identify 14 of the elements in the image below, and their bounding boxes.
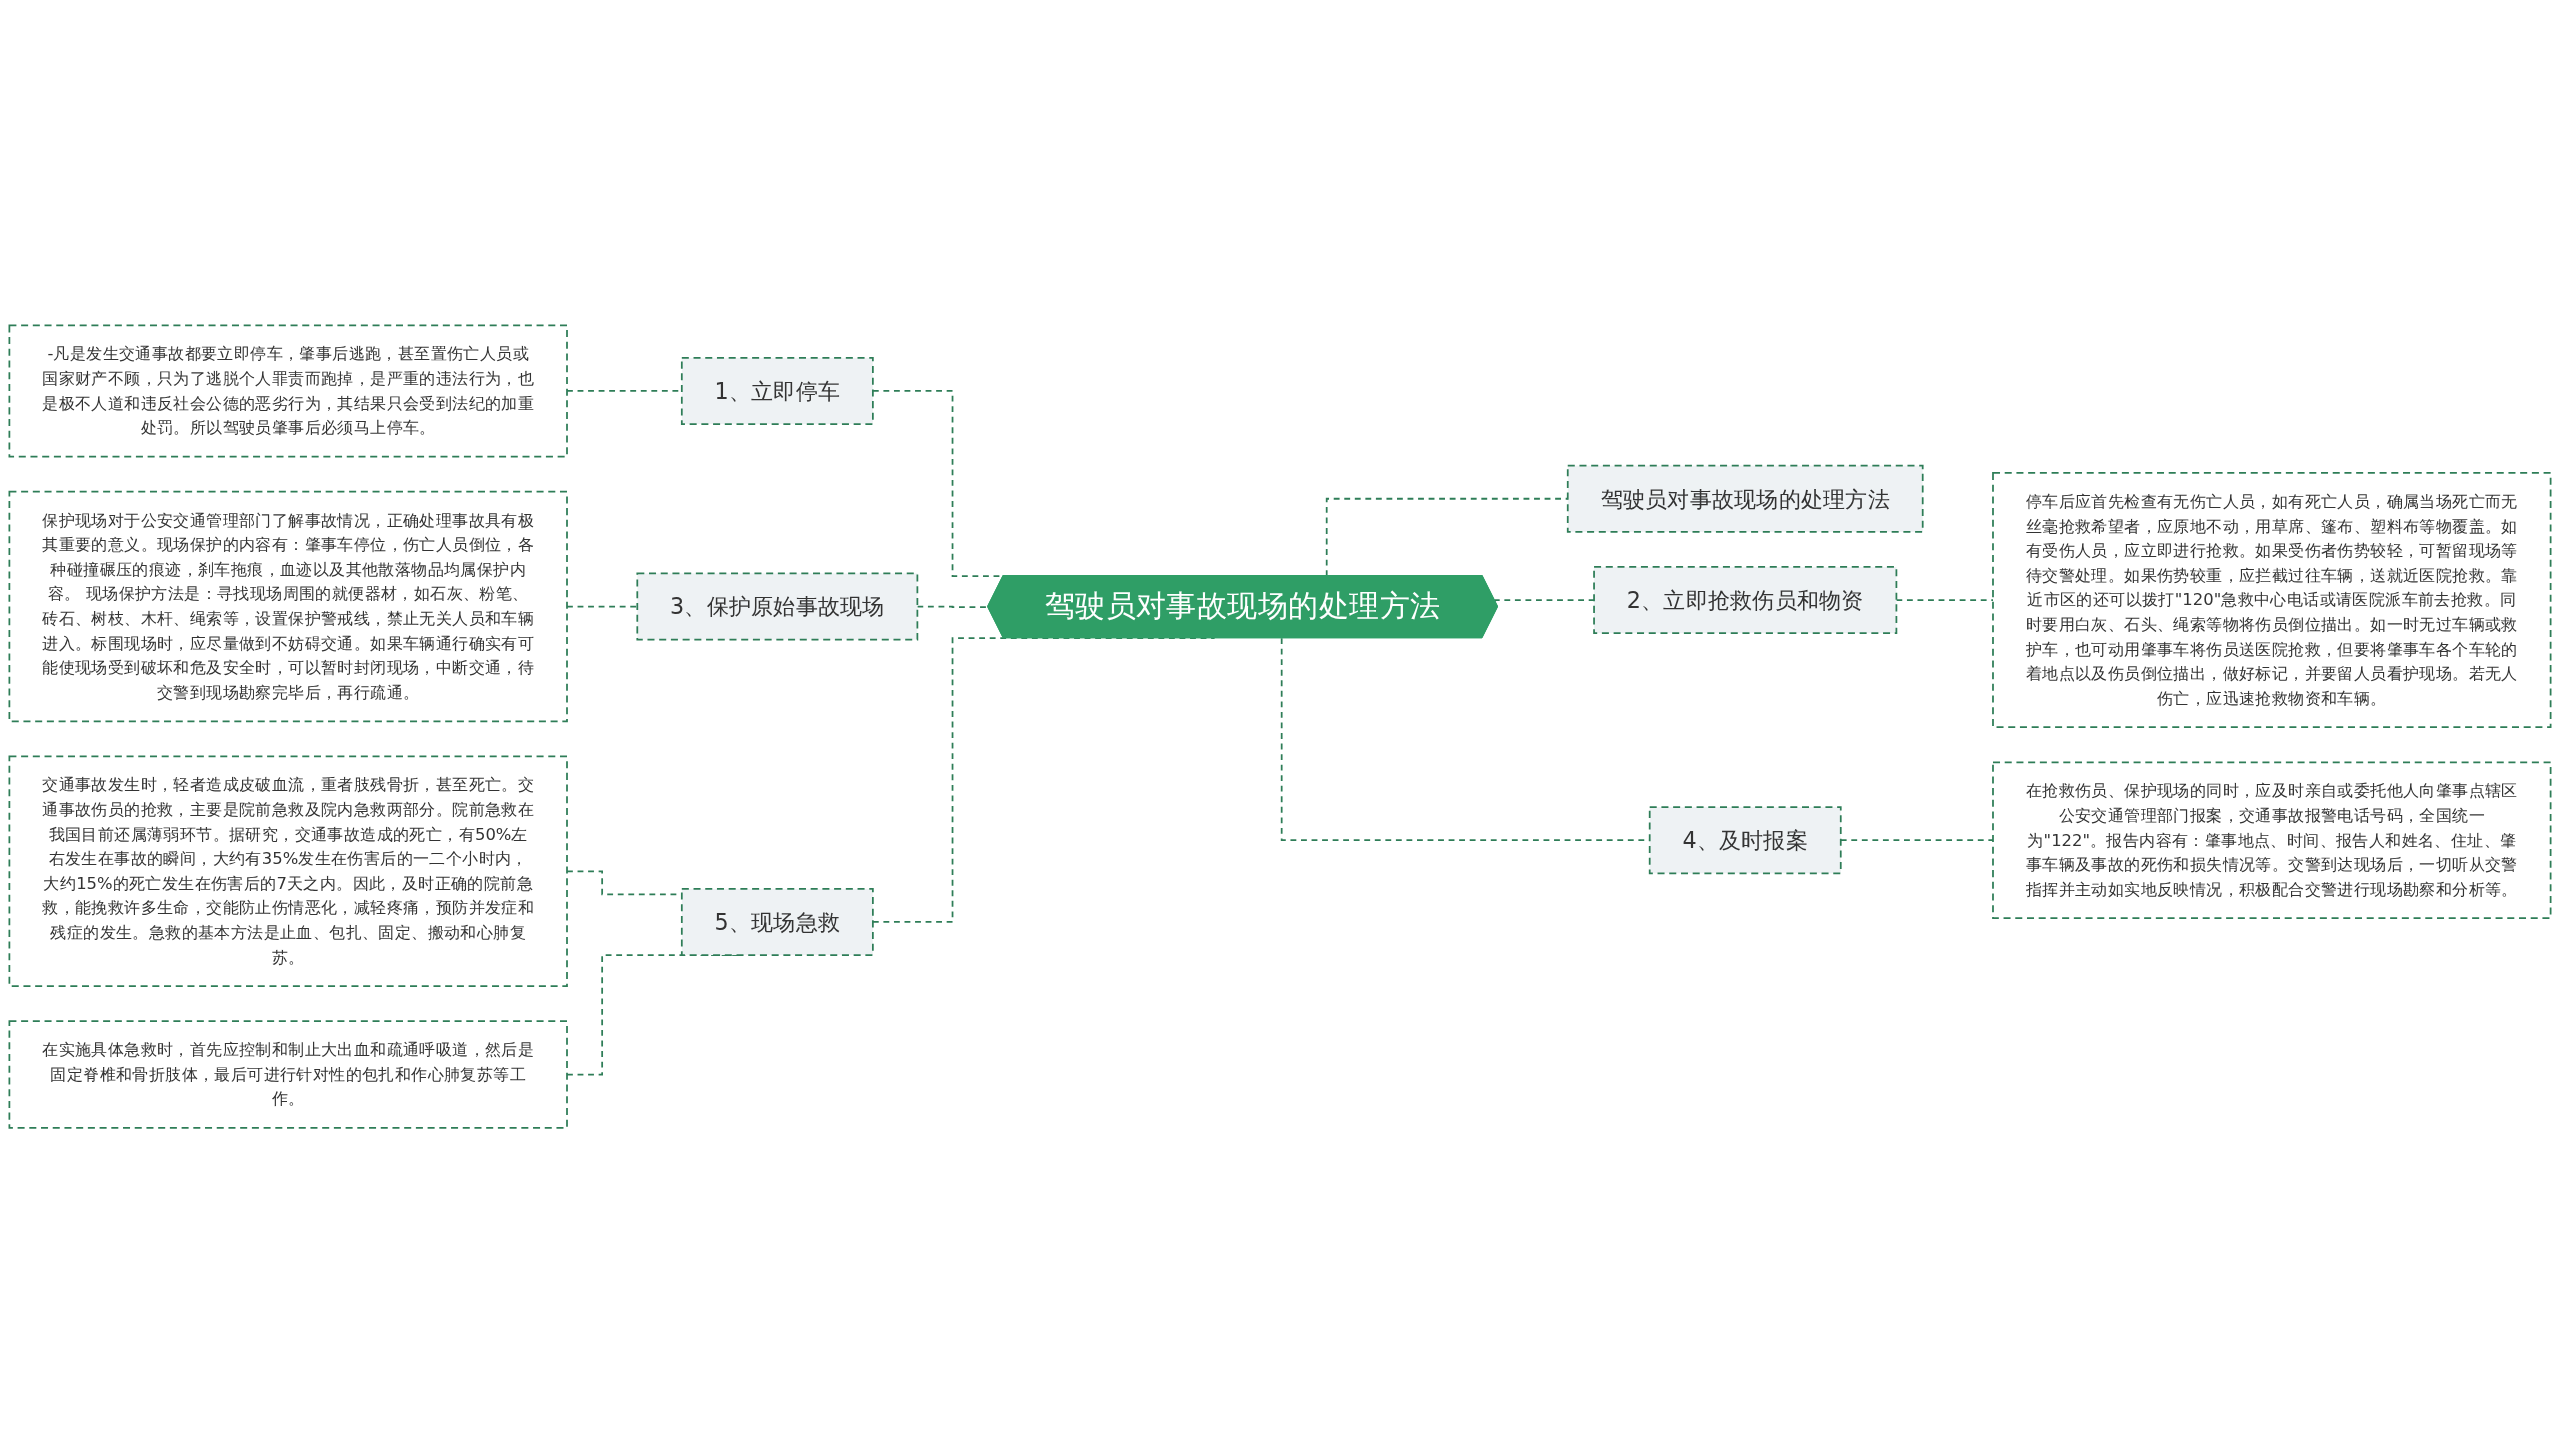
node-box: 在实施具体急救时，首先应控制和制止大出血和疏通呼吸道，然后是固定脊椎和骨折肢体，最后可进行针对性的包扎和作心肺复苏等工作。 [8,1020,568,1129]
node-box: 3、保护原始事故现场 [636,572,919,641]
node-box: 交通事故发生时，轻者造成皮破血流，重者肢残骨折，甚至死亡。交通事故伤员的抢救，主要是院前急救及院内急救两部分。院前急救在我国目前还属薄弱环节。据研究，交通事故造成的死亡，有50%左右发生在事故的瞬间，大约有35%发生在伤害后的一二个小时内，大约15%的死亡发生在伤害后的7天之内。因此，及时正确的院前急救，能挽救许多生命，交能防止伤情恶化，减轻疼痛，预防并发症和残症的发生。急救的基本方法是止血、包扎、固定、搬动和心肺复苏。 [8,755,568,987]
node-box: 1、立即停车 [680,356,874,425]
node-box: 停车后应首先检查有无伤亡人员，如有死亡人员，确属当场死亡而无丝毫抢救希望者，应原地不动，用草席、篷布、塑料布等物覆盖。如有受伤人员，应立即进行抢救。如果受伤者伤势较轻，可暂留现场等待交警处理。如果伤势较重，应拦截过往车辆，送就近医院抢救。靠近市区的还可以拨打"120"急救中心电话或请医院派车前去抢救。同时要用白灰、石头、绳索等物将伤员倒位描出。如一时无过车辆或救护车，也可动用肇事车将伤员送医院抢救，但要将肇事车各个车轮的着地点以及伤员倒位描出，做好标记，并要留人员看护现场。若无人伤亡，应迅速抢救物资和车辆。 [1992,472,2552,728]
node-box: -凡是发生交通事故都要立即停车，肇事后逃跑，甚至置伤亡人员或国家财产不顾，只为了逃脱个人罪责而跑掉，是严重的违法行为，也是极不人道和违反社会公德的恶劣行为，其结果只会受到法纪的加重处罚。所以驾驶员肇事后必须马上停车。 [8,324,568,458]
node-box: 保护现场对于公安交通管理部门了解事故情况，正确处理事故具有极其重要的意义。现场保护的内容有：肇事车停位，伤亡人员倒位，各种碰撞碾压的痕迹，刹车拖痕，血迹以及其他散落物品均属保护内容。 现场保护方法是：寻找现场周围的就便器材，如石灰、粉笔、砖石、树枝、木杆、绳索等，设置保护警戒线，禁止无关人员和车辆进入。标围现场时，应尽量做到不妨碍交通。如果车辆通行确实有可能使现场受到破坏和危及安全时，可以暂时封闭现场，中断交通，待交警到现场勘察完毕后，再行疏通。 [8,490,568,723]
node-box: 驾驶员对事故现场的处理方法 [1566,464,1924,533]
node-box: 在抢救伤员、保护现场的同时，应及时亲自或委托他人向肇事点辖区公安交通管理部门报案，交通事故报警电话号码，全国统一为"122"。报告内容有：肇事地点、时间、报告人和姓名、住址、肇事车辆及事故的死伤和损失情况等。交警到达现场后，一切听从交警指挥并主动如实地反映情况，积极配合交警进行现场勘察和分析等。 [1992,761,2552,919]
connector [1895,599,1994,601]
connector [1494,599,1595,603]
node-box: 4、及时报案 [1648,806,1842,875]
node-box: 2、立即抢救伤员和物资 [1593,566,1898,634]
node-box: 5、现场急救 [680,887,874,956]
